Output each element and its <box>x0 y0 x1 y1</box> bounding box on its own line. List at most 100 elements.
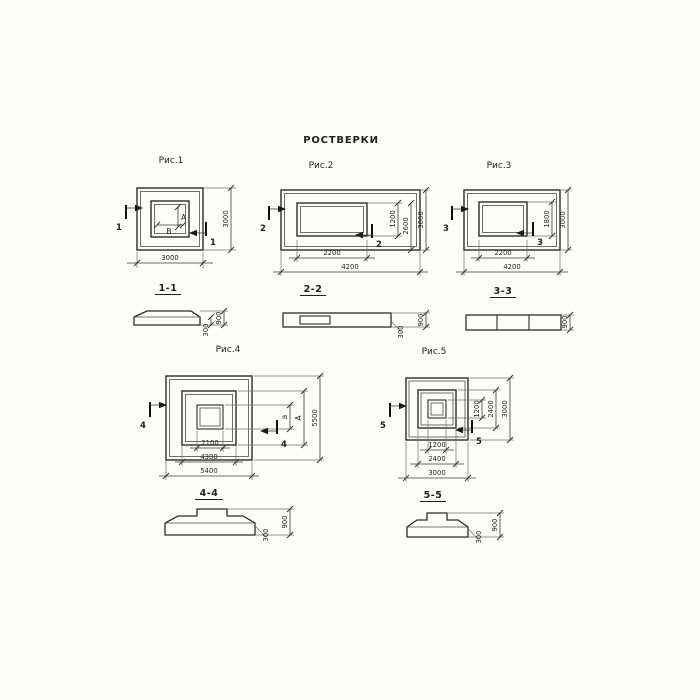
fig1-section-caption: 1-1 <box>159 283 178 294</box>
fig3-section-shape <box>465 314 562 331</box>
fig3-caption: Рис.3 <box>487 161 512 171</box>
fig1-letter-width-dim: В <box>153 221 187 236</box>
fig4-section-dim-height: 900 <box>227 505 294 539</box>
fig5-section-shape <box>406 512 469 538</box>
fig2-section-dim-height: 900 <box>391 309 430 331</box>
fig2-section: 2-2 900 300 <box>282 284 430 339</box>
dim-label: 5500 <box>311 409 319 426</box>
fig4-section-shape <box>164 508 256 536</box>
dim-label: 300 <box>475 531 483 544</box>
dim-label: 900 <box>561 316 569 329</box>
fig1-letter-height-dim: А <box>174 203 187 231</box>
fig3-cut-mark-right: 3 <box>516 222 543 248</box>
dim-label: 3000 <box>417 211 425 228</box>
fig2-cut-mark-left: 2 <box>260 205 286 234</box>
fig3-cut-label: 3 <box>537 238 543 248</box>
dim-label: 1200 <box>428 441 445 449</box>
fig4: Рис.4 2100 4300 <box>140 345 324 541</box>
fig4-section: 4-4 900 300 <box>164 488 294 542</box>
fig3-dim-bottom-outer: 4200 <box>456 250 568 276</box>
fig5-dim-right-outer: 3000 <box>470 374 514 444</box>
fig5-dim-bottom-outer: 3000 <box>398 442 476 482</box>
fig2-section-dim-step: 300 <box>390 320 405 339</box>
dim-label: 3000 <box>161 254 178 262</box>
dim-label: 300 <box>397 326 405 339</box>
fig4-section-dim-step: 300 <box>254 525 270 542</box>
fig3-section-caption: 3-3 <box>494 286 513 297</box>
fig4-cut-mark-left: 4 <box>140 401 167 431</box>
fig2-dim-bottom-outer: 4200 <box>273 250 428 276</box>
fig2-plan: 2200 4200 1200 2600 <box>260 186 430 276</box>
fig2-section-caption: 2-2 <box>304 284 323 295</box>
dim-label: 2400 <box>428 455 445 463</box>
fig4-section-caption: 4-4 <box>200 488 219 499</box>
fig2-dim-right-outer: 3000 <box>417 186 430 254</box>
dim-label: 2100 <box>201 439 218 447</box>
fig2-dim-bottom-inner: 2200 <box>289 240 375 262</box>
fig4-letter-inner: а <box>280 415 289 420</box>
dim-label: 1200 <box>473 400 481 417</box>
dim-label: 4200 <box>341 263 358 271</box>
dim-label: 5400 <box>200 467 217 475</box>
dim-label: 1200 <box>389 210 397 227</box>
fig5-dim-right-inner: 1200 <box>448 396 486 422</box>
fig1-section: 1-1 900 300 <box>133 283 228 337</box>
fig4-caption: Рис.4 <box>216 345 241 355</box>
fig1-cut-mark-left: 1 <box>116 204 143 233</box>
fig4-cut-mark-right: 4 <box>260 420 287 450</box>
fig2-cut-label: 2 <box>376 240 382 250</box>
fig5-cut-mark-left: 5 <box>380 402 407 431</box>
fig4-dim-right-inner: а <box>225 401 294 433</box>
fig1-cut-mark-right: 1 <box>189 222 216 248</box>
fig2-dim-right-mid: 2600 <box>402 199 415 254</box>
dim-label: 3000 <box>501 400 509 417</box>
fig3-section: 3-3 900 <box>465 286 574 334</box>
fig2-section-shape <box>282 312 392 328</box>
fig1-section-dim-height: 900 <box>200 307 228 329</box>
dim-label: 4200 <box>503 263 520 271</box>
dim-label: 1800 <box>543 210 551 227</box>
fig4-cut-label: 4 <box>140 421 146 431</box>
fig5-cut-label: 5 <box>380 421 386 431</box>
dim-label: 2600 <box>402 217 410 234</box>
fig1-cut-label: 1 <box>116 223 122 233</box>
fig3: Рис.3 2200 4200 <box>443 161 574 334</box>
dim-label: 900 <box>281 516 289 529</box>
fig4-letter-mid: А <box>294 415 303 421</box>
fig3-dim-right-outer: 3000 <box>559 186 572 254</box>
fig4-cut-label: 4 <box>281 440 287 450</box>
fig3-section-dim-height: 900 <box>561 311 574 334</box>
fig5-dim-bottom-inner: 1200 <box>420 420 454 454</box>
fig4-dim-bottom-inner: 2100 <box>190 431 230 452</box>
fig5-dim-right-mid: 2400 <box>458 386 500 432</box>
fig5-cut-label: 5 <box>476 437 482 447</box>
dim-label: 3000 <box>222 210 230 227</box>
fig1-caption: Рис.1 <box>159 156 184 166</box>
fig3-plan: 2200 4200 1800 3000 <box>443 186 572 276</box>
fig5-caption: Рис.5 <box>422 347 447 357</box>
fig2-cut-mark-right: 2 <box>355 224 382 250</box>
fig3-dim-bottom-inner: 2200 <box>471 240 535 262</box>
dim-label: 300 <box>202 324 210 337</box>
fig1-cut-label: 1 <box>210 238 216 248</box>
fig2-cut-label: 2 <box>260 224 266 234</box>
fig4-dim-bottom-mid: 4300 <box>175 446 243 466</box>
dim-label: 900 <box>215 312 223 325</box>
fig1-dim-bottom: 3000 <box>127 252 213 268</box>
fig4-dim-bottom-outer: 5400 <box>159 461 259 480</box>
fig3-cut-mark-left: 3 <box>443 205 469 234</box>
fig1-letter-a: А <box>181 213 187 222</box>
dim-label: 300 <box>262 529 270 542</box>
dim-label: 3000 <box>428 469 445 477</box>
fig2-caption: Рис.2 <box>309 161 334 171</box>
fig1-letter-b: В <box>166 227 171 236</box>
fig1-plan: А В 3000 3000 <box>116 184 236 268</box>
fig5-dim-bottom-mid: 2400 <box>410 430 464 468</box>
fig5-section-caption: 5-5 <box>424 490 443 501</box>
fig4-dim-right-outer: 5500 <box>254 372 324 464</box>
fig5-plan: 1200 2400 3000 1200 <box>380 374 514 482</box>
fig5-section-dim-step: 300 <box>467 528 483 544</box>
dim-label: 2200 <box>323 249 340 257</box>
